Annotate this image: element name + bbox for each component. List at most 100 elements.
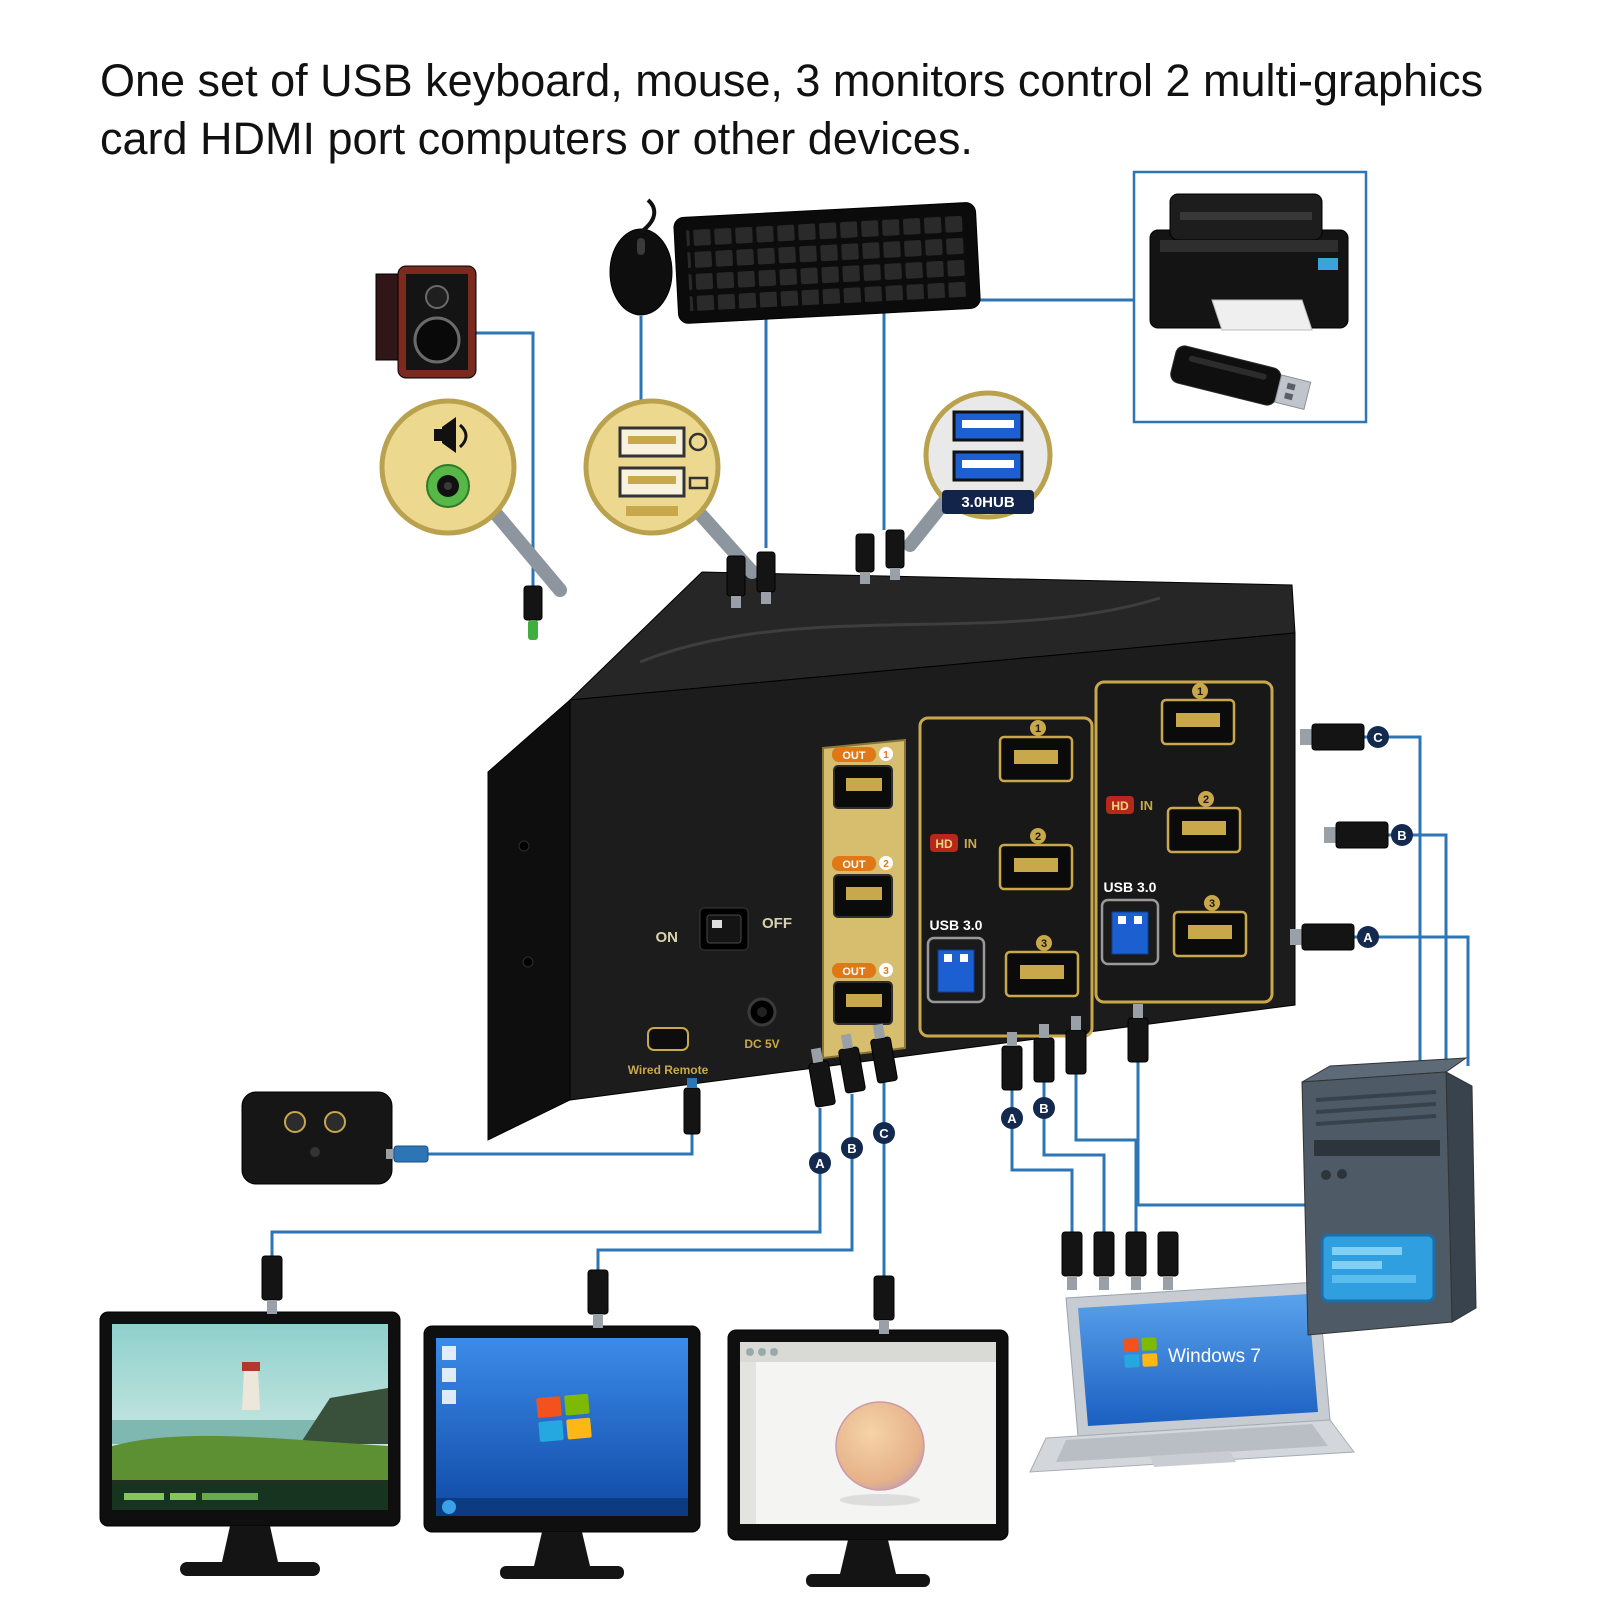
out-port-3-num: 3: [883, 966, 889, 977]
in1-port-2-num: 2: [1035, 831, 1041, 843]
in2-port-3-num: 3: [1209, 898, 1215, 910]
monitor-1-plug: [261, 1255, 283, 1314]
headline-line1: One set of USB keyboard, mouse, 3 monito…: [100, 55, 1484, 106]
in1-port-1-num: 1: [1035, 723, 1041, 735]
audio-plug: [523, 585, 543, 640]
usb3-magnifier-handle: [903, 493, 953, 552]
audio-magnifier-handle: [490, 508, 567, 597]
monitor-cable-label-a: A: [815, 1156, 825, 1171]
power-switch: ON OFF: [656, 907, 792, 951]
printer: [1149, 193, 1349, 331]
monitor-1: [99, 1311, 401, 1576]
in2-port-2-num: 2: [1203, 794, 1209, 806]
in2-port-1-num: 1: [1197, 686, 1203, 698]
usb-flash-drive: [1170, 345, 1312, 411]
usb-tower-line: [1136, 1062, 1306, 1207]
start-orb-icon: [442, 1500, 456, 1514]
in2-badge-in: IN: [1140, 798, 1153, 813]
out-port-2-label: OUT: [842, 859, 866, 871]
in1-badge-hd: HD: [935, 837, 953, 851]
monitor-2-screen: [436, 1338, 688, 1516]
tower-cable-label-c: C: [1373, 730, 1383, 745]
tower-cable-label-b: B: [1397, 828, 1406, 843]
laptop-windows-flag-icon: [1123, 1337, 1158, 1368]
remote-button-2: [324, 1111, 346, 1133]
headline: One set of USB keyboard, mouse, 3 monito…: [100, 52, 1530, 167]
wired-remote-label: Wired Remote: [628, 1063, 709, 1077]
printer-paper: [1211, 299, 1313, 331]
hdmi-out-panel: OUT 1 OUT 2 OUT 3: [822, 738, 906, 1060]
hdmi-in-section-1: 1 HD IN 2 USB 3.0 3: [918, 716, 1094, 1038]
keyboard-keys: [686, 214, 969, 312]
laptop: Windows 7: [1029, 1281, 1355, 1473]
wired-remote: [241, 1091, 429, 1185]
laptop-line-c: [1074, 1074, 1138, 1232]
keyboard-mouse-plugs: [726, 551, 776, 608]
laptop-line-a: [1010, 1090, 1074, 1232]
windows-flag-icon: [536, 1393, 592, 1442]
usb3-hub-label: 3.0HUB: [961, 494, 1015, 511]
kvm-top-design-line: [639, 596, 1161, 664]
monitor-cable-label-c: C: [879, 1126, 889, 1141]
laptop-input-plugs: [1001, 1004, 1149, 1091]
hdmi-in-section-2: 1 HD IN 2 USB 3.0 3: [1094, 680, 1274, 1004]
desktop-tower: [1301, 1057, 1477, 1336]
in2-badge-hd: HD: [1111, 799, 1129, 813]
kvm-switch: ON OFF OUT 1 OUT 2: [487, 571, 1296, 1141]
tower-line-3: [1354, 935, 1470, 1066]
printer-display: [1318, 258, 1338, 270]
monitor2-line: [596, 1094, 854, 1270]
mouse: [609, 198, 673, 316]
remote-line: [428, 1132, 694, 1156]
tower-line-1: [1364, 735, 1422, 1070]
printer-hub-plugs: [855, 529, 905, 584]
monitor-3-stand: [840, 1540, 896, 1574]
audio-jack-magnifier: [379, 398, 517, 536]
out-port-3-label: OUT: [842, 966, 866, 978]
usb2-ports-magnifier: [583, 398, 721, 536]
in2-usb-label: USB 3.0: [1104, 879, 1157, 895]
tower-cable-plugs: [1290, 723, 1389, 951]
monitor-2-stand: [534, 1532, 590, 1566]
cable-labels: A B C A B C B A: [809, 726, 1413, 1174]
remote-port: Wired Remote: [628, 1027, 709, 1077]
remote-button-1: [284, 1111, 306, 1133]
usb3-hub-magnifier: 3.0HUB: [923, 390, 1053, 520]
monitor-1-stand: [222, 1526, 278, 1562]
monitor-1-screen: [112, 1324, 388, 1510]
dc-power-jack: DC 5V: [744, 997, 780, 1051]
keyboard-icon: [688, 476, 709, 490]
sketch-sphere: [835, 1401, 925, 1491]
headline-line2: card HDMI port computers or other device…: [100, 112, 973, 164]
power-off-label: OFF: [762, 915, 792, 932]
in1-badge-in: IN: [964, 836, 977, 851]
power-on-label: ON: [656, 929, 679, 946]
in1-usb-label: USB 3.0: [930, 917, 983, 933]
monitor-2-plug: [587, 1269, 609, 1328]
mouse-icon: [688, 432, 708, 452]
out-port-1-num: 1: [883, 750, 889, 761]
out-port-1-label: OUT: [842, 750, 866, 762]
monitor-3-plug: [873, 1275, 895, 1334]
laptop-cable-label-b: B: [1039, 1101, 1048, 1116]
dc-power-label: DC 5V: [744, 1037, 779, 1051]
laptop-cable-plugs: [1061, 1231, 1179, 1290]
in1-port-3-num: 3: [1041, 938, 1047, 950]
speaker-icon: [434, 417, 468, 453]
kvm-left-face: [487, 698, 571, 1141]
keyboard: [673, 202, 981, 324]
monitor-output-plugs: [808, 1023, 898, 1108]
speakers: [375, 265, 477, 379]
mouse-scroll-wheel: [637, 238, 645, 255]
monitor-cable-label-b: B: [847, 1141, 856, 1156]
monitor-3-screen: [740, 1342, 996, 1524]
remote-cable-connector: [393, 1145, 429, 1163]
printer-callout-box: [1132, 170, 1368, 424]
speaker-tweeter: [425, 285, 449, 309]
speaker-audio-line: [476, 331, 535, 586]
monitor-2: [423, 1325, 701, 1579]
monitor-3: [727, 1329, 1009, 1587]
speaker-woofer: [413, 316, 461, 364]
